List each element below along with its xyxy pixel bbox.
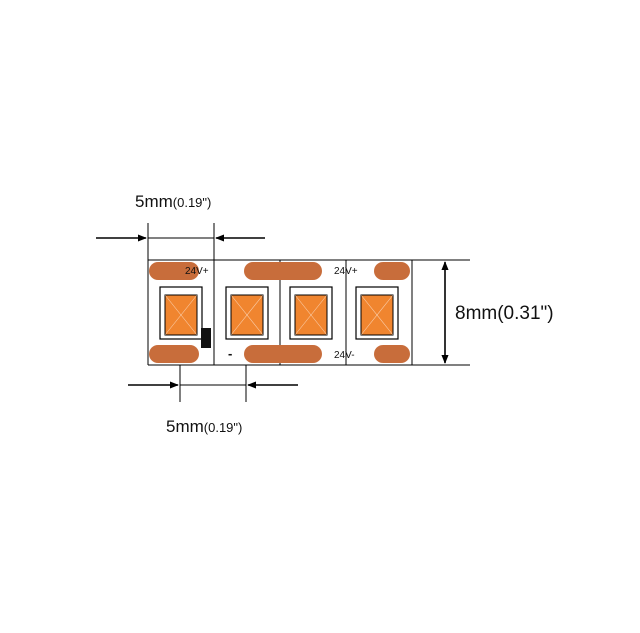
bottom-width-dimension: 5mm(0.19"): [128, 365, 298, 436]
height-dimension: 8mm(0.31"): [414, 259, 554, 366]
pad-label-bottom-left: -: [228, 346, 232, 361]
resistor: [201, 328, 211, 348]
copper-pad: [244, 262, 322, 280]
top-width-label: 5mm(0.19"): [135, 192, 211, 211]
height-label: 8mm(0.31"): [455, 303, 554, 324]
copper-pad: [374, 262, 410, 280]
led-chip: [225, 286, 269, 340]
height-imperial: (0.31"): [497, 303, 553, 324]
height-value: 8mm: [455, 303, 497, 324]
pad-label-top-right: 24V+: [334, 266, 358, 277]
copper-pad: [149, 345, 199, 363]
copper-pad: [244, 345, 322, 363]
top-width-value: 5mm: [135, 192, 173, 211]
bottom-width-label: 5mm(0.19"): [166, 417, 242, 436]
led-chip: [159, 286, 203, 340]
bottom-width-value: 5mm: [166, 417, 204, 436]
copper-pad: [149, 262, 199, 280]
led-chip: [289, 286, 333, 340]
led-chip: [355, 286, 399, 340]
pad-label-top-left: 24V+: [185, 266, 209, 277]
led-strip: 24V+ 24V+ 24V- -: [147, 259, 470, 366]
bottom-width-imperial: (0.19"): [204, 420, 243, 435]
top-width-imperial: (0.19"): [173, 195, 212, 210]
top-width-dimension: 5mm(0.19"): [96, 192, 265, 262]
copper-pad: [374, 345, 410, 363]
pad-label-bottom-right: 24V-: [334, 350, 355, 361]
